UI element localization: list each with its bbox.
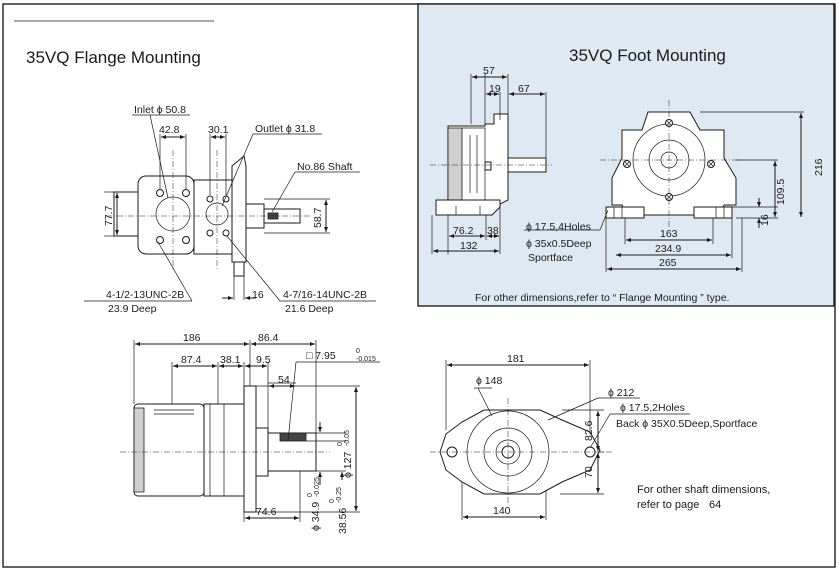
- flange-inlet-label: Inlet ϕ 50.8: [134, 104, 186, 116]
- flange-thread-outlet-2: 21.6 Deep: [285, 303, 334, 315]
- foot-front-view: 216 109.5 16 163 234.9 265 ϕ 17.5,4Holes…: [524, 100, 825, 272]
- side-key-tol-upper: 0: [356, 348, 360, 355]
- flange-thread-inlet-2: 23.9 Deep: [108, 303, 157, 315]
- shaft-note-line1: For other shaft dimensions,: [637, 484, 770, 496]
- side-dim-74-6: 74.6: [256, 506, 277, 518]
- front-dim-140: 140: [493, 505, 511, 517]
- shaft-note-page: 64: [709, 499, 721, 511]
- side-dim-34-9-tol-upper: 0: [307, 493, 314, 497]
- foot-deep-label: ϕ 35x0.5Deep: [526, 238, 592, 250]
- foot-dim-109-5: 109.5: [775, 179, 787, 205]
- foot-holes-label: ϕ 17.5,4Holes: [526, 221, 591, 233]
- front-back-label: Back ϕ 35X0.5Deep,Sportface: [616, 418, 757, 430]
- side-dim-38-56-tol-lower: -0.25: [336, 487, 343, 503]
- side-dim-127-tol-upper: 0: [337, 442, 344, 446]
- flange-title: 35VQ Flange Mounting: [26, 48, 201, 67]
- shaft-note-line2: refer to page: [637, 499, 699, 511]
- front-dim-181: 181: [507, 353, 525, 365]
- front-view: 181 ϕ 148 ϕ 212 ϕ 17.5,2Holes Back ϕ 35X…: [430, 353, 770, 520]
- flange-mounting-view: 35VQ Flange Mounting 42.8 30.1 Inle: [14, 20, 376, 315]
- foot-mounting-panel: 35VQ Foot Mounting 57 19 67: [417, 3, 835, 307]
- side-dim-38-1: 38.1: [220, 354, 241, 366]
- flange-shaft-label: No.86 Shaft: [297, 161, 353, 173]
- front-dim-82-6: 82.6: [583, 420, 595, 441]
- flange-dim-58-7: 58.7: [312, 207, 324, 228]
- flange-dim-42-8: 42.8: [159, 124, 180, 136]
- front-holes-label: ϕ 17.5,2Holes: [620, 402, 685, 414]
- foot-footnote: For other dimensions,refer to “ Flange M…: [475, 292, 729, 304]
- side-dim-87-4: 87.4: [181, 354, 202, 366]
- side-dim-54: 54: [278, 374, 290, 386]
- foot-dim-216: 216: [813, 158, 825, 176]
- side-dim-38-56: 38.56: [337, 508, 349, 534]
- side-dim-127: ϕ 127: [342, 452, 354, 478]
- flange-dim-77-7: 77.7: [103, 205, 115, 226]
- side-key-tol-lower: -0.015: [356, 356, 376, 363]
- foot-dim-67: 67: [518, 83, 530, 95]
- front-dim-148: ϕ 148: [476, 375, 502, 387]
- side-dim-127-tol-lower: -0.05: [344, 430, 351, 446]
- front-dim-212: ϕ 212: [608, 387, 634, 399]
- foot-dim-38: 38: [487, 225, 499, 237]
- flange-outlet-label: Outlet ϕ 31.8: [255, 123, 315, 135]
- foot-dim-234-9: 234.9: [655, 243, 681, 255]
- foot-dim-16: 16: [759, 214, 771, 226]
- foot-side-view: 57 19 67 76.2 38 132: [430, 65, 552, 254]
- front-dim-70: 70: [583, 466, 595, 478]
- side-dim-34-9-tol-lower: -0.025: [314, 477, 321, 497]
- flange-thread-inlet-1: 4-1/2-13UNC-2B: [106, 289, 184, 301]
- foot-title: 35VQ Foot Mounting: [569, 46, 726, 65]
- side-dim-86-4: 86.4: [258, 332, 279, 344]
- side-dim-186: 186: [183, 332, 201, 344]
- foot-dim-57: 57: [483, 65, 495, 77]
- side-view: 186 86.4 87.4 38.1 9.5 □ 7.95 0 -0.015 5…: [120, 332, 380, 534]
- foot-dim-19: 19: [489, 83, 501, 95]
- flange-dim-30-1: 30.1: [208, 124, 229, 136]
- side-dim-38-56-tol-upper: 0: [329, 499, 336, 503]
- foot-dim-163: 163: [660, 228, 678, 240]
- side-dim-34-9: ϕ 34.9: [310, 502, 322, 531]
- flange-dim-16: 16: [252, 289, 264, 301]
- foot-dim-132: 132: [460, 240, 478, 252]
- side-key-label: □ 7.95: [306, 350, 336, 362]
- side-dim-9-5: 9.5: [256, 354, 271, 366]
- flange-thread-outlet-1: 4-7/16-14UNC-2B: [283, 289, 367, 301]
- foot-dim-265: 265: [659, 257, 677, 269]
- foot-dim-76-2: 76.2: [453, 225, 474, 237]
- foot-sportface-label: Sportface: [528, 252, 573, 264]
